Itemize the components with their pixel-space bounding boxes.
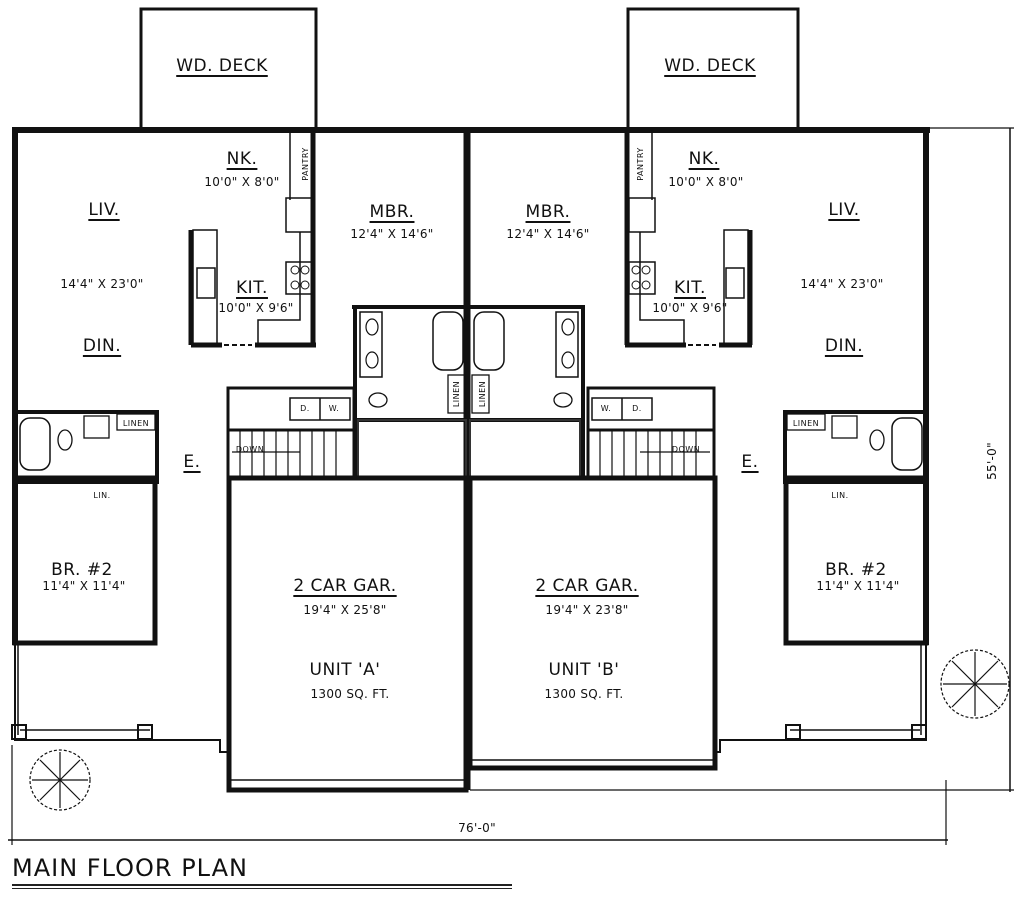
- kitchen-size-b: 10'0" X 9'6": [652, 301, 728, 315]
- nook-label-b: NK.: [688, 149, 720, 169]
- garage-size-a: 19'4" X 25'8": [303, 603, 387, 617]
- master-bedroom-label-a: MBR.: [369, 202, 415, 222]
- garage-size-b: 19'4" X 23'8": [545, 603, 629, 617]
- unit-area-a: 1300 SQ. FT.: [310, 687, 390, 701]
- entry-label-b: E.: [741, 452, 759, 472]
- unit-name-b: UNIT 'B': [548, 660, 620, 680]
- dryer-label-a: D.: [300, 404, 310, 413]
- deck-label-b: WD. DECK: [664, 56, 756, 76]
- deck-label-a: WD. DECK: [176, 56, 268, 76]
- linen-small-label-a: LIN.: [93, 491, 111, 500]
- stair-down-label-a: DOWN: [235, 445, 265, 454]
- dining-label-b: DIN.: [824, 336, 864, 356]
- washer-label-a: W.: [328, 404, 340, 413]
- pantry-label-a: PANTRY: [301, 147, 310, 181]
- garage-label-a: 2 CAR GAR.: [293, 576, 397, 596]
- garage-label-b: 2 CAR GAR.: [535, 576, 639, 596]
- master-bedroom-size-b: 12'4" X 14'6": [506, 227, 590, 241]
- entry-label-a: E.: [183, 452, 201, 472]
- overall-width-dimension: 76'-0": [458, 821, 496, 835]
- master-bedroom-size-a: 12'4" X 14'6": [350, 227, 434, 241]
- kitchen-label-b: KIT.: [674, 278, 706, 298]
- bedroom2-label-a: BR. #2: [51, 560, 113, 580]
- drawing-title: MAIN FLOOR PLAN: [12, 854, 248, 882]
- tree-icon: [29, 749, 91, 811]
- tree-icon: [940, 649, 1010, 719]
- unit-name-a: UNIT 'A': [309, 660, 381, 680]
- master-bedroom-label-b: MBR.: [525, 202, 571, 222]
- kitchen-label-a: KIT.: [236, 278, 268, 298]
- bedroom2-size-a: 11'4" X 11'4": [42, 579, 126, 593]
- nook-label-a: NK.: [226, 149, 258, 169]
- pantry-label-b: PANTRY: [636, 147, 645, 181]
- linen-hall-label-a: LINEN: [122, 419, 150, 428]
- washer-label-b: W.: [600, 404, 612, 413]
- living-size-a: 14'4" X 23'0": [60, 277, 144, 291]
- linen-master-label-b: LINEN: [478, 380, 487, 408]
- linen-master-label-a: LINEN: [452, 380, 461, 408]
- nook-size-b: 10'0" X 8'0": [668, 175, 744, 189]
- linen-hall-label-b: LINEN: [792, 419, 820, 428]
- nook-size-a: 10'0" X 8'0": [204, 175, 280, 189]
- kitchen-size-a: 10'0" X 9'6": [218, 301, 294, 315]
- title-underline: [12, 884, 512, 889]
- overall-depth-dimension: 55'-0": [985, 442, 999, 480]
- living-size-b: 14'4" X 23'0": [800, 277, 884, 291]
- living-label-b: LIV.: [828, 200, 860, 220]
- unit-area-b: 1300 SQ. FT.: [544, 687, 624, 701]
- dryer-label-b: D.: [632, 404, 642, 413]
- bedroom2-size-b: 11'4" X 11'4": [816, 579, 900, 593]
- bedroom2-label-b: BR. #2: [825, 560, 887, 580]
- linen-small-label-b: LIN.: [831, 491, 849, 500]
- living-label-a: LIV.: [88, 200, 120, 220]
- dining-label-a: DIN.: [82, 336, 122, 356]
- stair-down-label-b: DOWN: [671, 445, 701, 454]
